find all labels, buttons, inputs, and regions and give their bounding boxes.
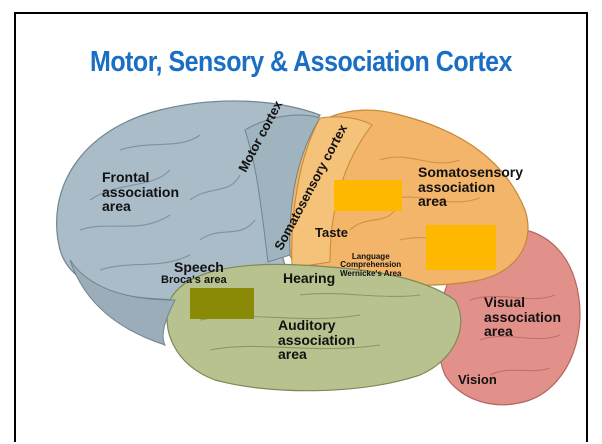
hearing-label: Hearing: [283, 271, 335, 286]
gold-box-right: [426, 225, 496, 270]
somatosensory-association-label: Somatosensory association area: [418, 165, 523, 209]
taste-label: Taste: [315, 226, 348, 240]
visual-association-label: Visual association area: [484, 295, 561, 339]
frontal-association-label: Frontal association area: [102, 170, 179, 214]
auditory-association-label: Auditory association area: [278, 318, 355, 362]
speech-label: Speech: [174, 260, 224, 275]
gold-box-upper: [334, 180, 402, 211]
olive-box: [190, 288, 254, 319]
vision-label: Vision: [458, 373, 497, 387]
broca-label: Broca's area: [161, 275, 227, 287]
language-comprehension-label: Language Comprehension Wernicke's Area: [340, 253, 402, 278]
